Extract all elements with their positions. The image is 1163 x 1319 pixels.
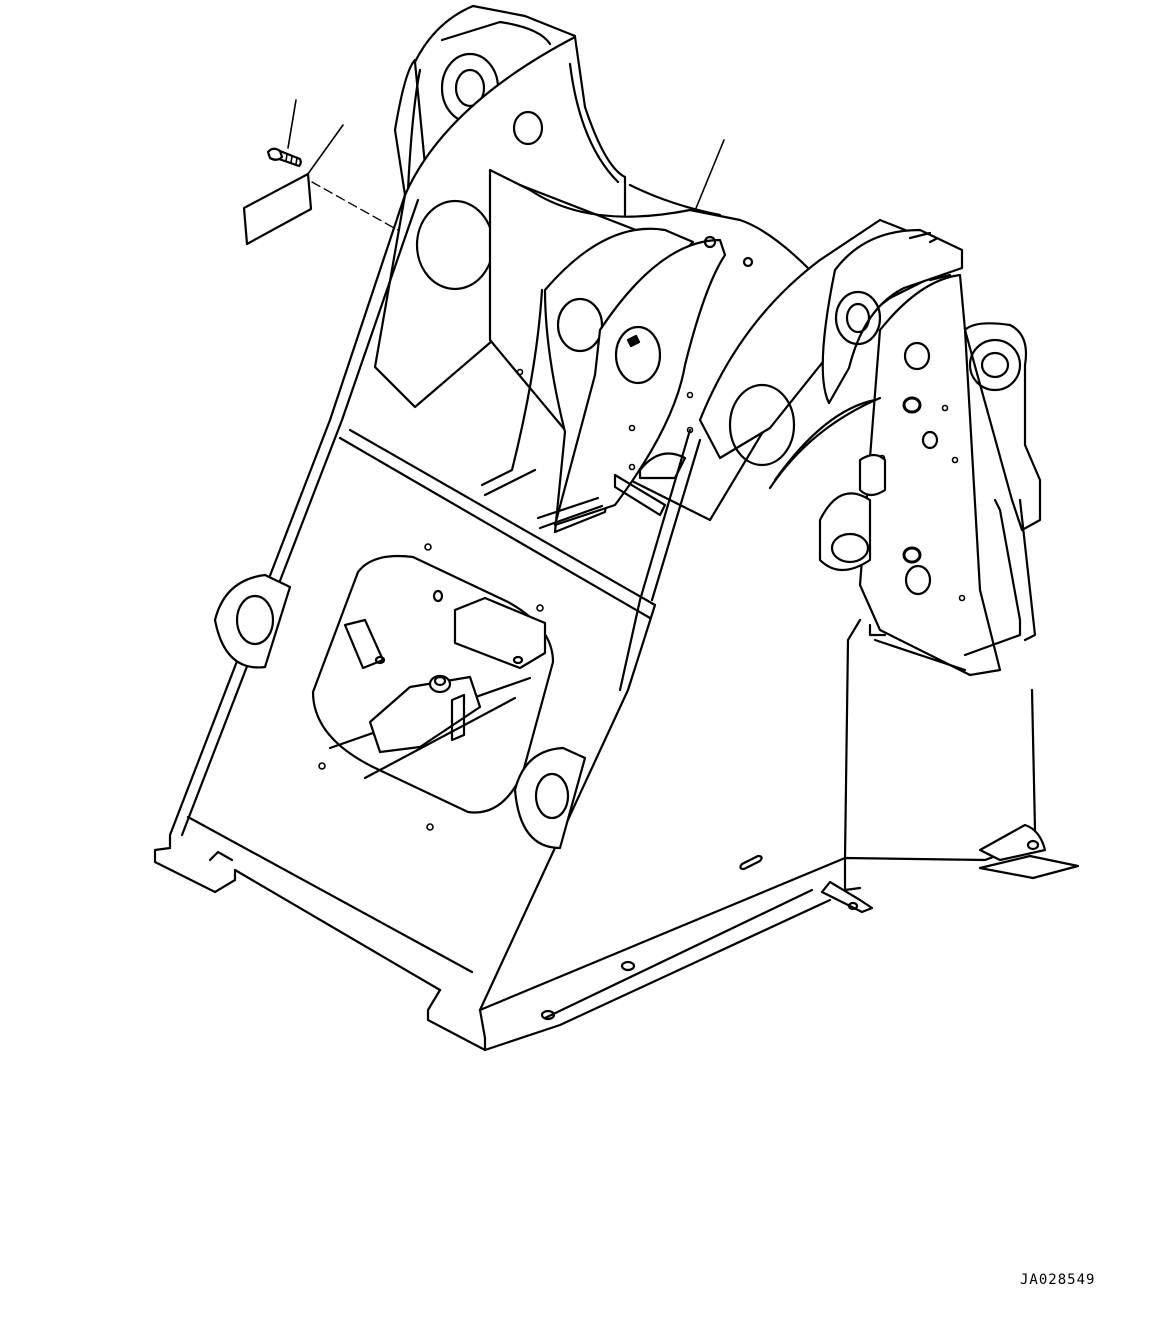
plate <box>242 172 313 246</box>
leader-line-plate <box>304 124 344 179</box>
frame <box>153 4 1080 1052</box>
leader-line-bolt <box>287 99 297 149</box>
leader-line-frame <box>691 139 725 219</box>
drawing-code: JA028549 <box>1020 1272 1096 1288</box>
bolt <box>266 147 302 168</box>
